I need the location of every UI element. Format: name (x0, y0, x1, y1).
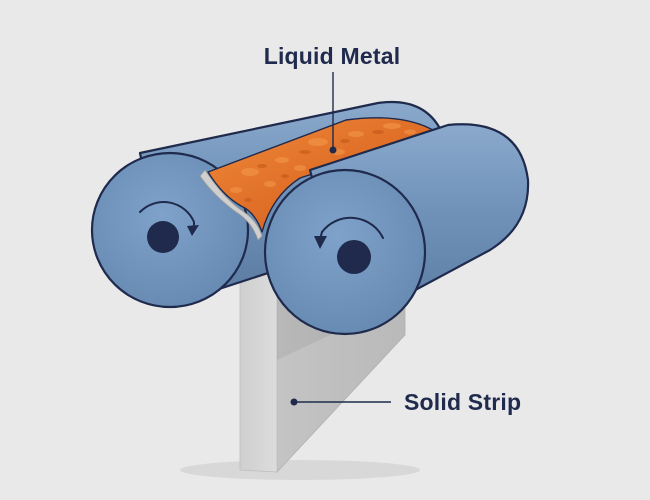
liquid-metal-leader-dot (329, 146, 337, 154)
liquid-metal-texture (230, 123, 416, 193)
left-roller-axle (147, 221, 179, 253)
right-roller-axle (337, 240, 371, 274)
solid-strip-label: Solid Strip (404, 389, 521, 415)
liquid-metal-label: Liquid Metal (264, 43, 401, 69)
right-roller (263, 123, 530, 336)
ground-shadow (180, 460, 420, 480)
side-dam (199, 169, 263, 241)
liquid-metal-callout: Liquid Metal (264, 43, 401, 154)
solid-strip-callout: Solid Strip (290, 389, 521, 415)
counterclockwise-arrow-icon (314, 216, 384, 249)
solid-strip-leader-dot (290, 398, 298, 406)
clockwise-arrow-icon (139, 201, 199, 236)
